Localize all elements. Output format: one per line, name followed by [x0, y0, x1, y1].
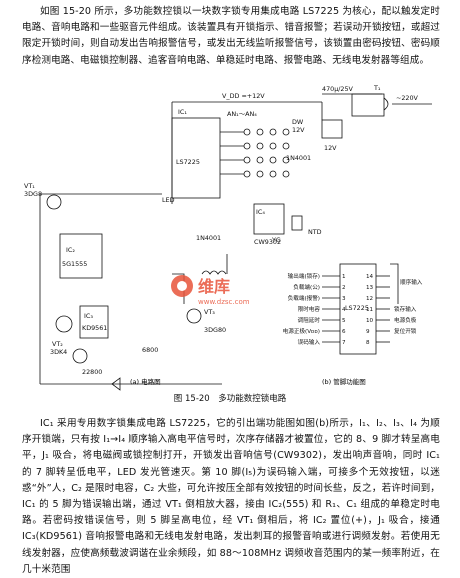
pin-left-numbers: 1 2 3 4 5 6 7 [342, 274, 346, 346]
pin-num-9: 9 [366, 329, 370, 335]
pin-num-1: 1 [342, 274, 346, 280]
keypad-label: AN₁～AN₄ [227, 110, 257, 118]
pin-num-5: 5 [342, 318, 346, 324]
body-paragraph: IC₁ 采用专用数字锁集成电路 LS7225，它的引出端功能图如图(b)所示，I… [22, 418, 440, 575]
pin-left-1: 输出端(锁存) [288, 272, 320, 280]
pin-left-5: 调阻延时 [298, 316, 321, 324]
vdd-label: V_DD =+12V [222, 92, 265, 100]
watermark-url: www.dzsc.com [198, 298, 250, 306]
ic1-body [171, 117, 221, 199]
pin-num-14: 14 [366, 274, 374, 280]
pin-num-3: 3 [342, 296, 346, 302]
pin-right-3: 电源负极 [394, 316, 417, 324]
ic3-part-label: KD9561 [82, 324, 107, 332]
pin-num-12: 12 [366, 296, 373, 302]
vt2-part-label: 3DK4 [50, 348, 67, 356]
watermark-logo: 维库 www.dzsc.com [168, 270, 288, 314]
pin-left-4: 限时电容 [298, 305, 321, 313]
pin-right-labels: 顺序输入 锁存输入 电源负极 复位开锁 [394, 278, 423, 335]
keypad-grid [220, 128, 290, 178]
pin-left-labels: 输出端(锁存) 负载端(公) 负载端(报警) 限时电容 调阻延时 电源正极(Vᴅ… [283, 272, 321, 346]
intro-paragraph: 如图 15-20 所示，多功能数控锁以一块数字锁专用集成电路 LS7225 为核… [22, 6, 440, 66]
t1-label: T₁ [373, 84, 381, 92]
circuit-figure: V_DD =+12V 470μ/25V IC₁ LS7225 AN₁～AN₄ I… [24, 84, 432, 391]
pin-num-6: 6 [342, 329, 346, 335]
ntd-label: NTD [308, 228, 322, 236]
pin-num-7: 7 [342, 340, 346, 346]
vt3-part-label: 3DG80 [204, 326, 226, 334]
pin-num-8: 8 [366, 340, 370, 346]
pin-left-3: 负载端(报警) [288, 294, 320, 302]
ic4-body [253, 203, 285, 235]
ic2-body [59, 233, 103, 279]
figure-caption: 图 15-20 多功能数控锁电路 [173, 394, 287, 404]
sub-caption-b: (b) 管脚功能图 [322, 377, 366, 386]
dw-label: DW [292, 118, 304, 126]
pin-num-4: 4 [342, 307, 346, 313]
pin-num-13: 13 [366, 285, 374, 291]
pin-left-2: 负载端(公) [293, 283, 320, 291]
pin-num-10: 10 [366, 318, 374, 324]
pin-left-6: 电源正极(Vᴅᴅ) [283, 327, 320, 335]
pin-left-7: 误码输入 [298, 338, 321, 346]
diode1-label: 1N4001 [196, 234, 221, 242]
ic3-label: IC₃ [84, 312, 93, 320]
ic2-label: IC₂ [66, 246, 75, 254]
watermark-title: 维库 [198, 277, 230, 296]
cap-top-label: 470μ/25V [322, 85, 354, 93]
vt3-label: VT₃ [204, 308, 215, 316]
vt1-label: VT₁ [24, 182, 35, 190]
led-label: LED [162, 196, 175, 204]
pin-ic-label: LS7225 [345, 304, 369, 312]
pin-num-2: 2 [342, 285, 346, 291]
yg-label: YG [271, 236, 281, 244]
ic1-label: IC₁ [178, 108, 187, 116]
ic1-part-label: LS7225 [176, 158, 200, 166]
ic4-label: IC₄ [256, 208, 265, 216]
diode2-label: 1N4001 [286, 154, 311, 162]
vt2-label: VT₂ [52, 340, 63, 348]
pin-right-1: 顺序输入 [400, 278, 423, 286]
pin-right-2: 锁存输入 [394, 305, 417, 313]
dw-voltage-label: 12V [292, 126, 305, 134]
v220-label: ~220V [396, 94, 419, 102]
pin-right-4: 复位开锁 [394, 327, 417, 335]
cap-c6800-label: 6800 [142, 346, 158, 354]
vt1-part-label: 3DG8 [24, 190, 42, 198]
ic4-part-label: CW9302 [254, 238, 281, 246]
ic3-body [79, 305, 109, 339]
pin-num-11: 11 [366, 307, 374, 313]
cap-c22-label: 22800 [82, 368, 102, 376]
v12-label: 12V [324, 144, 337, 152]
sub-caption-a: (a) 电路图 [130, 377, 161, 386]
pin-right-numbers: 14 13 12 11 10 9 8 [366, 274, 374, 346]
ic2-part-label: 5G1555 [62, 260, 87, 268]
